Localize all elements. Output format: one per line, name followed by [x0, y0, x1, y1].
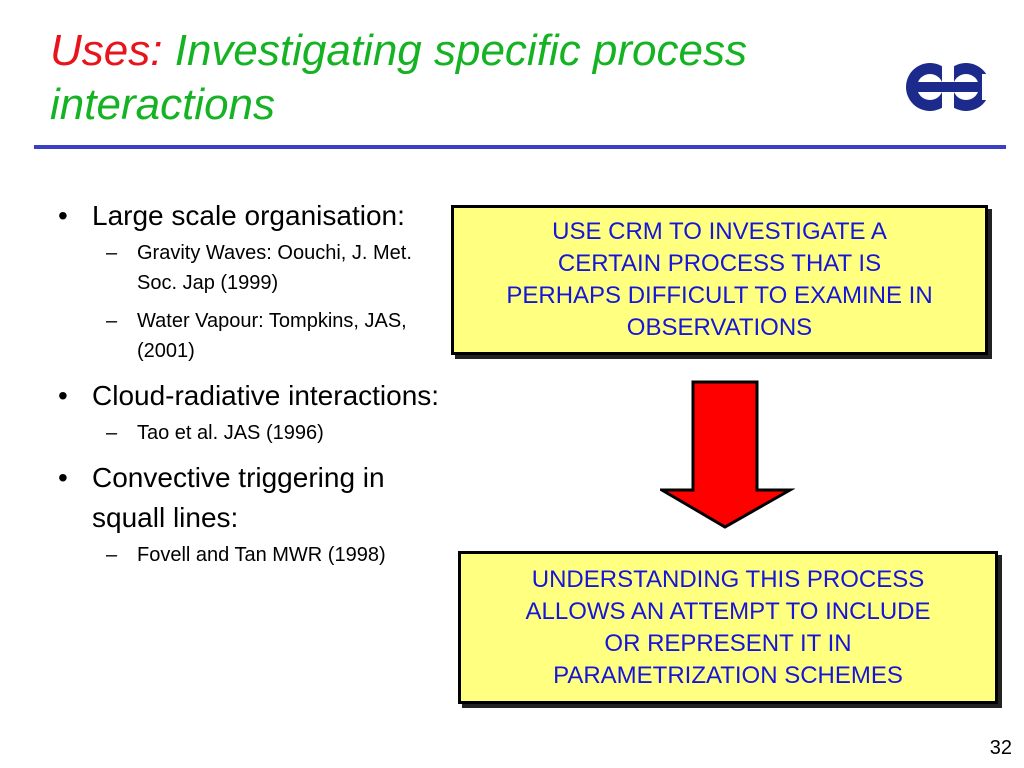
bullet-item: • Convective triggering in squall lines:… — [50, 458, 440, 570]
sub-bullet-list: –Fovell and Tan MWR (1998) — [92, 540, 440, 570]
bullet-item: • Large scale organisation: –Gravity Wav… — [50, 196, 440, 366]
title-divider — [34, 145, 1006, 149]
bullet-text: Large scale organisation: — [92, 200, 405, 231]
process-box-top-text: USE CRM TO INVESTIGATE A CERTAIN PROCESS… — [506, 218, 933, 341]
process-box-bottom-text: UNDERSTANDING THIS PROCESS ALLOWS AN ATT… — [525, 565, 931, 689]
bullet-list: • Large scale organisation: –Gravity Wav… — [50, 196, 440, 580]
bullet-text: Convective triggering in squall lines: — [92, 462, 385, 533]
title-prefix: Uses: — [50, 26, 163, 75]
bullet-icon: • — [58, 380, 68, 411]
title-main: Investigating specific process interacti… — [50, 26, 747, 129]
sub-bullet-item: –Tao et al. JAS (1996) — [106, 422, 324, 444]
sub-bullet-list: –Gravity Waves: Oouchi, J. Met. Soc. Jap… — [92, 238, 440, 366]
bullet-icon: • — [58, 462, 68, 493]
sub-bullet-item: –Water Vapour: Tompkins, JAS, (2001) — [106, 310, 407, 362]
ecmwf-logo-icon — [906, 62, 992, 112]
sub-bullet-item: –Gravity Waves: Oouchi, J. Met. Soc. Jap… — [106, 242, 412, 294]
process-box-top: USE CRM TO INVESTIGATE A CERTAIN PROCESS… — [451, 205, 988, 355]
bullet-item: • Cloud-radiative interactions: –Tao et … — [50, 376, 440, 448]
slide-title: Uses: Investigating specific process int… — [50, 24, 850, 132]
sub-bullet-item: –Fovell and Tan MWR (1998) — [106, 544, 386, 566]
sub-bullet-list: –Tao et al. JAS (1996) — [92, 418, 440, 448]
bullet-text: Cloud-radiative interactions: — [92, 380, 440, 411]
bullet-icon: • — [58, 200, 68, 231]
down-arrow-icon — [660, 380, 795, 529]
process-box-bottom: UNDERSTANDING THIS PROCESS ALLOWS AN ATT… — [458, 551, 998, 704]
page-number: 32 — [989, 737, 1012, 759]
